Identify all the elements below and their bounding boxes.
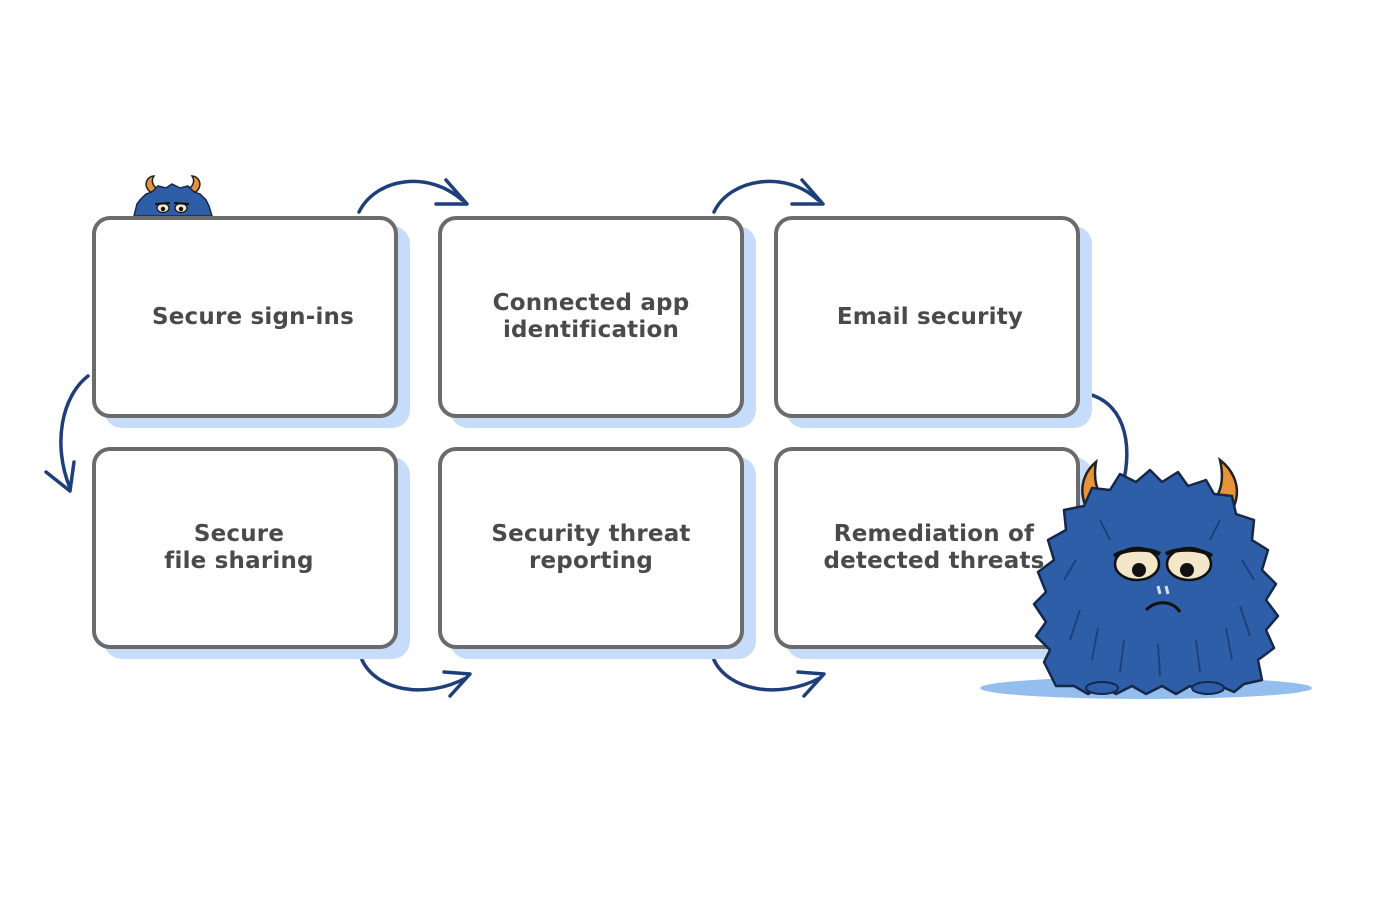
arrow-signin-to-filesharing <box>44 374 90 493</box>
step-label: Secure sign-ins <box>151 303 355 330</box>
monster-body-shape <box>1032 468 1280 696</box>
arrow-signin-to-app <box>357 178 469 214</box>
step-label: Connected app identification <box>492 290 690 343</box>
step-card-email-security: Email security <box>774 216 1080 418</box>
mouth-frown-icon <box>1144 601 1182 613</box>
step-label: Secure file sharing <box>164 521 314 574</box>
step-card-secure-file-sharing: Secure file sharing <box>92 447 398 649</box>
arrow-app-to-email <box>712 178 825 214</box>
step-label: Email security <box>836 303 1024 330</box>
arrow-filesharing-to-reporting <box>360 658 472 698</box>
step-card-remediation-of-detected-threats: Remediation of detected threats <box>774 447 1080 649</box>
step-card-secure-sign-ins: Secure sign-ins <box>92 216 398 418</box>
step-card-connected-app-identification: Connected app identification <box>438 216 744 418</box>
arrow-reporting-to-remediation <box>712 658 826 698</box>
step-card-security-threat-reporting: Security threat reporting <box>438 447 744 649</box>
step-label: Remediation of detected threats <box>823 521 1045 574</box>
step-label: Security threat reporting <box>491 521 691 574</box>
